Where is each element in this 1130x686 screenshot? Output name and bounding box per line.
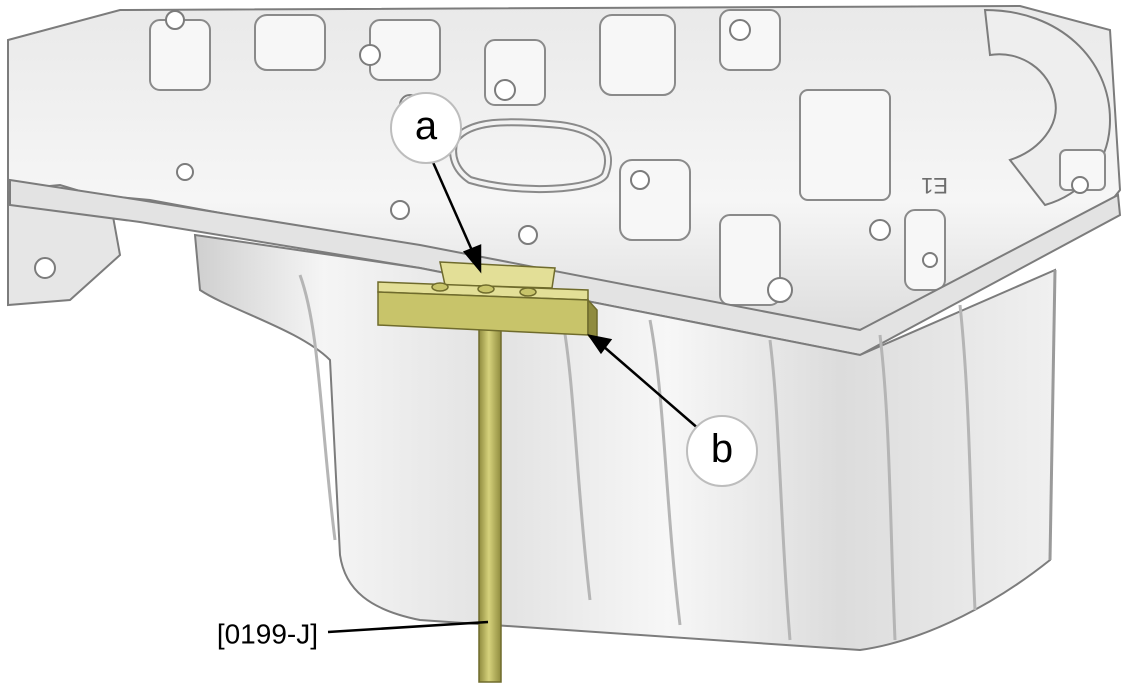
engine-block: E1 [7, 4, 1122, 332]
oil-pan [193, 233, 1057, 652]
leader-b [602, 345, 701, 431]
leader-lines [327, 159, 701, 634]
callout-b: b [686, 415, 758, 487]
svg-text:E1: E1 [921, 173, 948, 198]
callout-a: a [390, 92, 462, 164]
leader-tool [327, 620, 489, 634]
callout-b-label: b [711, 427, 733, 471]
tool-reference-label: [0199-J] [217, 619, 318, 650]
leader-a [430, 159, 476, 256]
arrowhead-b [587, 334, 613, 355]
arrowhead-a [462, 244, 482, 274]
sump-flange [9, 178, 1122, 357]
callout-a-label: a [415, 104, 438, 148]
tool-0199-j [377, 261, 598, 683]
